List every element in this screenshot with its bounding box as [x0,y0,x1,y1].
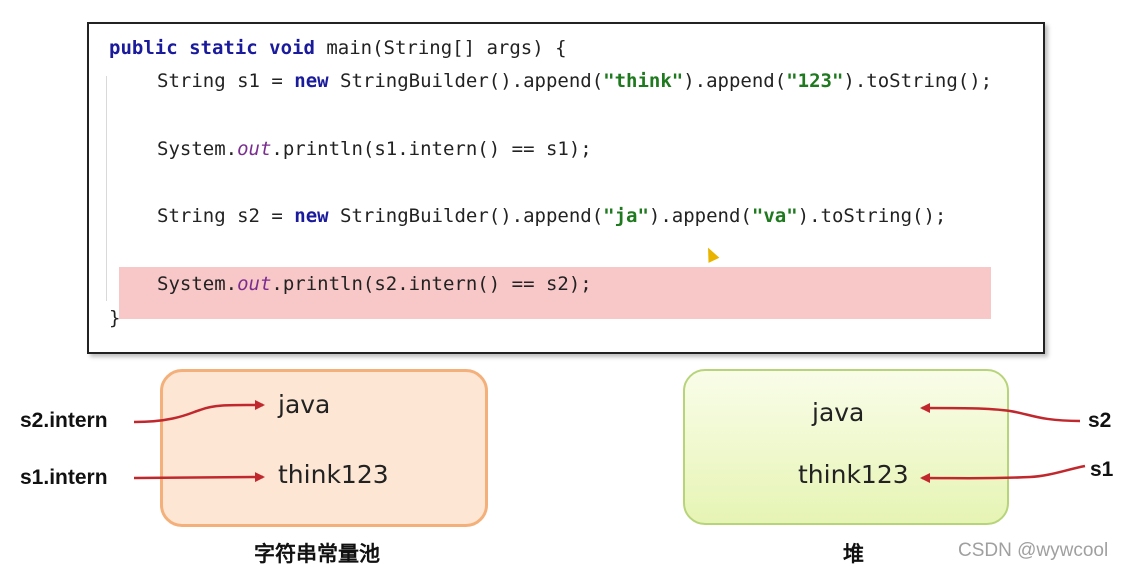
code-line-1: public static void main(String[] args) { [109,37,567,59]
ref-label-s1-intern: s1.intern [20,466,108,489]
code-line-6: } [109,307,121,329]
highlighted-line [119,267,991,319]
ref-label-s2-intern: s2.intern [20,409,108,432]
code-panel: public static void main(String[] args) {… [87,22,1045,354]
arrow-s2-intern-to-pool-java [133,399,265,424]
arrow-s1-intern-to-pool-think123 [133,472,265,483]
arrow-s2-to-heap-java [920,403,1081,423]
pool-item-java: java [278,390,331,419]
indent-guide [106,76,107,301]
heap-item-think123: think123 [798,460,909,489]
heap-item-java: java [812,398,865,427]
caption-string-pool: 字符串常量池 [254,542,380,566]
code-line-4: String s2 = new StringBuilder().append("… [157,205,947,227]
ref-label-s2: s2 [1088,409,1112,432]
pool-item-think123: think123 [278,460,389,489]
code-line-2: String s1 = new StringBuilder().append("… [157,70,993,92]
arrow-s1-to-heap-think123 [920,464,1086,484]
ref-label-s1: s1 [1090,458,1114,481]
caption-heap: 堆 [843,542,864,566]
code-line-5: System.out.println(s2.intern() == s2); [157,273,592,295]
heap-box: java think123 [683,369,1009,525]
watermark: CSDN @wywcool [958,540,1109,561]
code-line-3: System.out.println(s1.intern() == s1); [157,138,592,160]
string-pool-box: java think123 [160,369,488,527]
